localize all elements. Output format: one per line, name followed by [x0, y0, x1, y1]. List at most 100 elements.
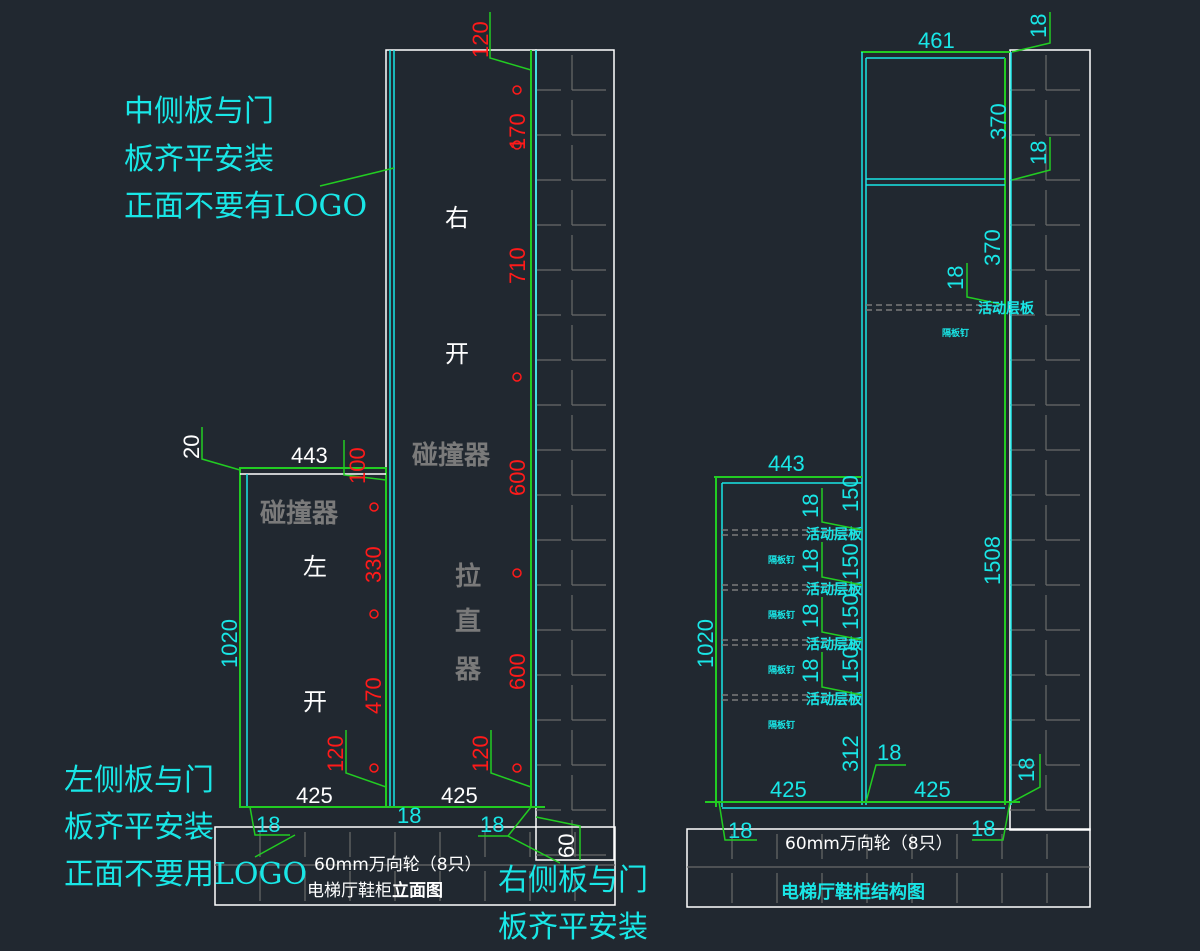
- wall-bricks: [1010, 55, 1080, 811]
- dim-text: 1508: [980, 536, 1005, 585]
- dim-text: 18: [798, 659, 823, 683]
- dim-text: 18: [877, 740, 901, 765]
- dim-text: 120: [468, 21, 493, 58]
- straightener-char: 直: [455, 607, 481, 637]
- hinges-right: [512, 85, 522, 773]
- shelf-label: 活动层板: [806, 636, 863, 653]
- note-line: 板齐平安装: [498, 910, 648, 945]
- dim-text: 18: [480, 812, 504, 837]
- straightener-char: 器: [454, 655, 482, 685]
- note-line: 正面不要用LOGO: [64, 857, 307, 892]
- leader-lines-structure: [718, 12, 1051, 841]
- hinge-icon: [512, 140, 522, 150]
- note-line: 板齐平安装: [124, 142, 274, 177]
- leader-lines-elevation: [201, 12, 581, 864]
- dim-text: 18: [798, 494, 823, 518]
- note-middle: 中侧板与门 板齐平安装 正面不要有LOGO: [124, 94, 367, 224]
- dim-text: 20: [179, 435, 204, 459]
- straightener-char: 拉: [455, 561, 481, 592]
- dim-text: 1020: [217, 619, 242, 668]
- hinge-icon: [369, 763, 379, 773]
- tall-cabinet-outline: [385, 49, 537, 808]
- hinge-icon: [512, 372, 522, 382]
- note-line: 正面不要有LOGO: [124, 189, 367, 224]
- dim-text: 600: [505, 459, 530, 496]
- dim-text: 18: [971, 816, 995, 841]
- elevation-view: 中侧板与门 板齐平安装 正面不要有LOGO 左侧板与门 板齐平安装 正面不要用L…: [64, 12, 648, 945]
- dim-text: 461: [918, 28, 955, 53]
- dim-text: 312: [838, 735, 863, 772]
- dim-text: 170: [505, 113, 530, 150]
- note-left: 左侧板与门 板齐平安装 正面不要用LOGO: [64, 763, 307, 892]
- floor-box: [686, 828, 1091, 908]
- wall-bricks: [536, 55, 606, 856]
- door-label-right-2: 开: [445, 340, 469, 368]
- dim-text: 120: [323, 735, 348, 772]
- elevation-title: 电梯厅鞋柜立面图: [307, 880, 443, 901]
- shelf-label: 活动层板: [806, 691, 863, 708]
- hinge-icon: [369, 609, 379, 619]
- note-line: 右侧板与门: [498, 863, 648, 898]
- note-line: 板齐平安装: [64, 810, 214, 845]
- dim-text: 60: [554, 834, 579, 858]
- bumper-label-right: 碰撞器: [412, 441, 491, 471]
- hinge-icon: [512, 568, 522, 578]
- floor-box: [214, 826, 616, 906]
- door-label-left-1: 左: [303, 553, 327, 581]
- dim-text: 18: [1026, 14, 1051, 38]
- dim-text: 150: [838, 543, 863, 580]
- hinge-icon: [512, 85, 522, 95]
- floor-grid: [687, 834, 1090, 903]
- note-line: 中侧板与门: [124, 94, 274, 129]
- caster-note: 60mm万向轮（8只）: [314, 855, 482, 875]
- wall-hatch-left-drawing: [535, 49, 615, 861]
- pin-label: 隔板钉: [768, 664, 795, 676]
- dim-text: 1020: [693, 619, 718, 668]
- dim-text: 425: [296, 783, 333, 808]
- dim-text: 425: [914, 777, 951, 802]
- dim-text: 18: [256, 812, 280, 837]
- dim-text: 150: [838, 475, 863, 512]
- floor-grid: [215, 832, 615, 901]
- dim-text: 330: [361, 546, 386, 583]
- dim-text: 443: [768, 451, 805, 476]
- dim-text: 470: [361, 677, 386, 714]
- dim-text: 18: [798, 549, 823, 573]
- dim-text: 18: [1026, 141, 1051, 165]
- dim-text: 370: [986, 103, 1011, 140]
- title-bold: 立面图: [392, 880, 443, 901]
- hinge-icon: [512, 763, 522, 773]
- shelf-label: 活动层板: [978, 300, 1035, 317]
- door-label-left-2: 开: [303, 688, 327, 716]
- dim-text: 150: [838, 646, 863, 683]
- shelf-label: 活动层板: [806, 526, 863, 543]
- dim-text: 100: [345, 447, 370, 484]
- shelf-label: 活动层板: [806, 581, 863, 598]
- caster-note: 60mm万向轮（8只）: [785, 834, 953, 854]
- hinge-icon: [369, 502, 379, 512]
- hinges-left: [369, 502, 379, 773]
- dim-text: 710: [505, 247, 530, 284]
- dim-text: 18: [798, 604, 823, 628]
- dim-text: 120: [468, 735, 493, 772]
- dim-text: 18: [1014, 758, 1039, 782]
- structure-title: 电梯厅鞋柜结构图: [781, 881, 925, 903]
- note-line: 左侧板与门: [64, 763, 214, 798]
- dim-text: 18: [943, 266, 968, 290]
- pin-label: 隔板钉: [768, 719, 795, 731]
- title-prefix: 电梯厅鞋柜: [307, 881, 392, 901]
- dim-text: 370: [980, 229, 1005, 266]
- dim-text: 425: [441, 783, 478, 808]
- dim-text: 600: [505, 653, 530, 690]
- bumper-label-left: 碰撞器: [260, 499, 339, 529]
- dim-text: 18: [728, 818, 752, 843]
- pin-label: 隔板钉: [942, 327, 969, 339]
- wall-outline: [1009, 49, 1091, 831]
- pin-label: 隔板钉: [768, 609, 795, 621]
- door-label-right-1: 右: [445, 204, 469, 232]
- pin-label: 隔板钉: [768, 554, 795, 566]
- dim-text: 443: [291, 443, 328, 468]
